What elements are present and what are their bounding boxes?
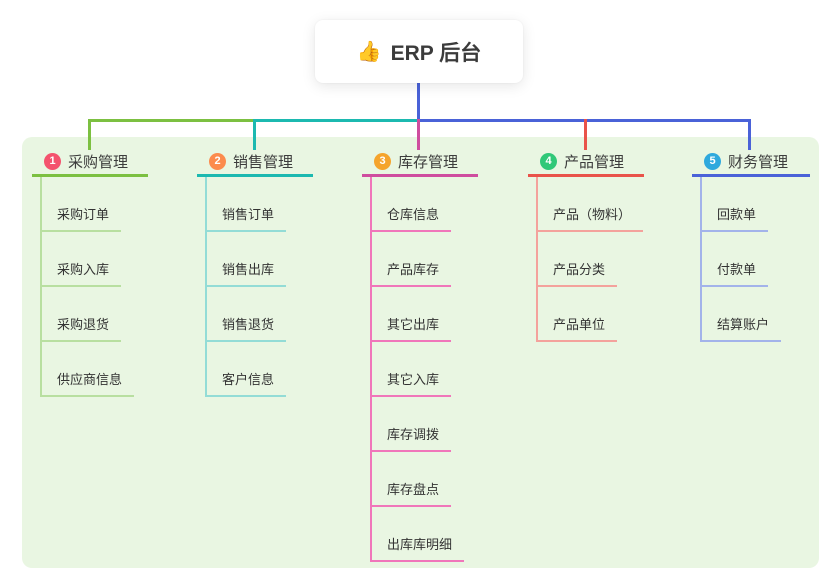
connector-rail: [205, 177, 207, 397]
node-item[interactable]: 出库库明细: [370, 507, 478, 562]
connector-drop-purchase: [88, 119, 91, 150]
branch-title-product[interactable]: 4 产品管理: [528, 148, 644, 177]
node-item[interactable]: 采购订单: [40, 177, 148, 232]
branch-children: 产品（物料） 产品分类 产品单位: [528, 177, 644, 342]
connector-rail: [40, 177, 42, 397]
node-item[interactable]: 其它出库: [370, 287, 478, 342]
branch-label: 采购管理: [68, 153, 129, 171]
branch-number-badge: 5: [704, 152, 721, 170]
branch-children: 采购订单 采购入库 采购退货 供应商信息: [32, 177, 148, 397]
branch-number-badge: 1: [44, 152, 61, 170]
connector-rail: [536, 177, 538, 342]
node-item[interactable]: 仓库信息: [370, 177, 478, 232]
branch-product: 4 产品管理 产品（物料） 产品分类 产品单位: [528, 148, 644, 342]
branch-children: 销售订单 销售出库 销售退货 客户信息: [197, 177, 313, 397]
branch-number-badge: 2: [209, 152, 226, 170]
connector-drop-product: [584, 119, 587, 150]
node-item[interactable]: 其它入库: [370, 342, 478, 397]
branch-title-inventory[interactable]: 3 库存管理: [362, 148, 478, 177]
connector-drop-inventory: [417, 119, 420, 150]
node-item[interactable]: 产品分类: [536, 232, 644, 287]
node-item[interactable]: 付款单: [700, 232, 810, 287]
node-item[interactable]: 销售出库: [205, 232, 313, 287]
branch-children: 仓库信息 产品库存 其它出库 其它入库 库存调拨 库存盘点 出库库明细: [362, 177, 478, 562]
node-item[interactable]: 库存调拨: [370, 397, 478, 452]
connector-bar-teal: [255, 119, 418, 122]
connector-drop-finance: [748, 119, 751, 150]
branch-children: 回款单 付款单 结算账户: [692, 177, 810, 342]
branch-label: 财务管理: [728, 153, 789, 171]
connector-rail: [700, 177, 702, 342]
node-item[interactable]: 产品单位: [536, 287, 644, 342]
branch-title-finance[interactable]: 5 财务管理: [692, 148, 810, 177]
connector-bar-green: [88, 119, 255, 122]
branch-label: 产品管理: [564, 153, 625, 171]
root-node-label: ERP 后台: [390, 41, 482, 65]
branch-label: 销售管理: [233, 153, 294, 171]
node-item[interactable]: 产品（物料）: [536, 177, 644, 232]
node-item[interactable]: 采购退货: [40, 287, 148, 342]
node-item[interactable]: 库存盘点: [370, 452, 478, 507]
thumbs-up-icon: 👍: [356, 41, 382, 63]
branch-number-badge: 3: [374, 152, 391, 170]
connector-rail: [370, 177, 372, 562]
branch-sales: 2 销售管理 销售订单 销售出库 销售退货 客户信息: [197, 148, 313, 397]
node-item[interactable]: 销售退货: [205, 287, 313, 342]
node-item[interactable]: 供应商信息: [40, 342, 148, 397]
node-item[interactable]: 产品库存: [370, 232, 478, 287]
connector-drop-sales: [253, 119, 256, 150]
branch-title-sales[interactable]: 2 销售管理: [197, 148, 313, 177]
branches-panel: [22, 137, 819, 568]
branch-purchase: 1 采购管理 采购订单 采购入库 采购退货 供应商信息: [32, 148, 148, 397]
branch-finance: 5 财务管理 回款单 付款单 结算账户: [692, 148, 810, 342]
branch-inventory: 3 库存管理 仓库信息 产品库存 其它出库 其它入库 库存调拨 库存盘点 出库库…: [362, 148, 478, 562]
node-item[interactable]: 回款单: [700, 177, 810, 232]
node-item[interactable]: 结算账户: [700, 287, 810, 342]
root-stem-line: [417, 83, 420, 120]
node-item[interactable]: 采购入库: [40, 232, 148, 287]
branch-label: 库存管理: [398, 153, 459, 171]
branch-number-badge: 4: [540, 152, 557, 170]
node-item[interactable]: 销售订单: [205, 177, 313, 232]
branch-title-purchase[interactable]: 1 采购管理: [32, 148, 148, 177]
root-node[interactable]: 👍 ERP 后台: [315, 20, 523, 83]
node-item[interactable]: 客户信息: [205, 342, 313, 397]
